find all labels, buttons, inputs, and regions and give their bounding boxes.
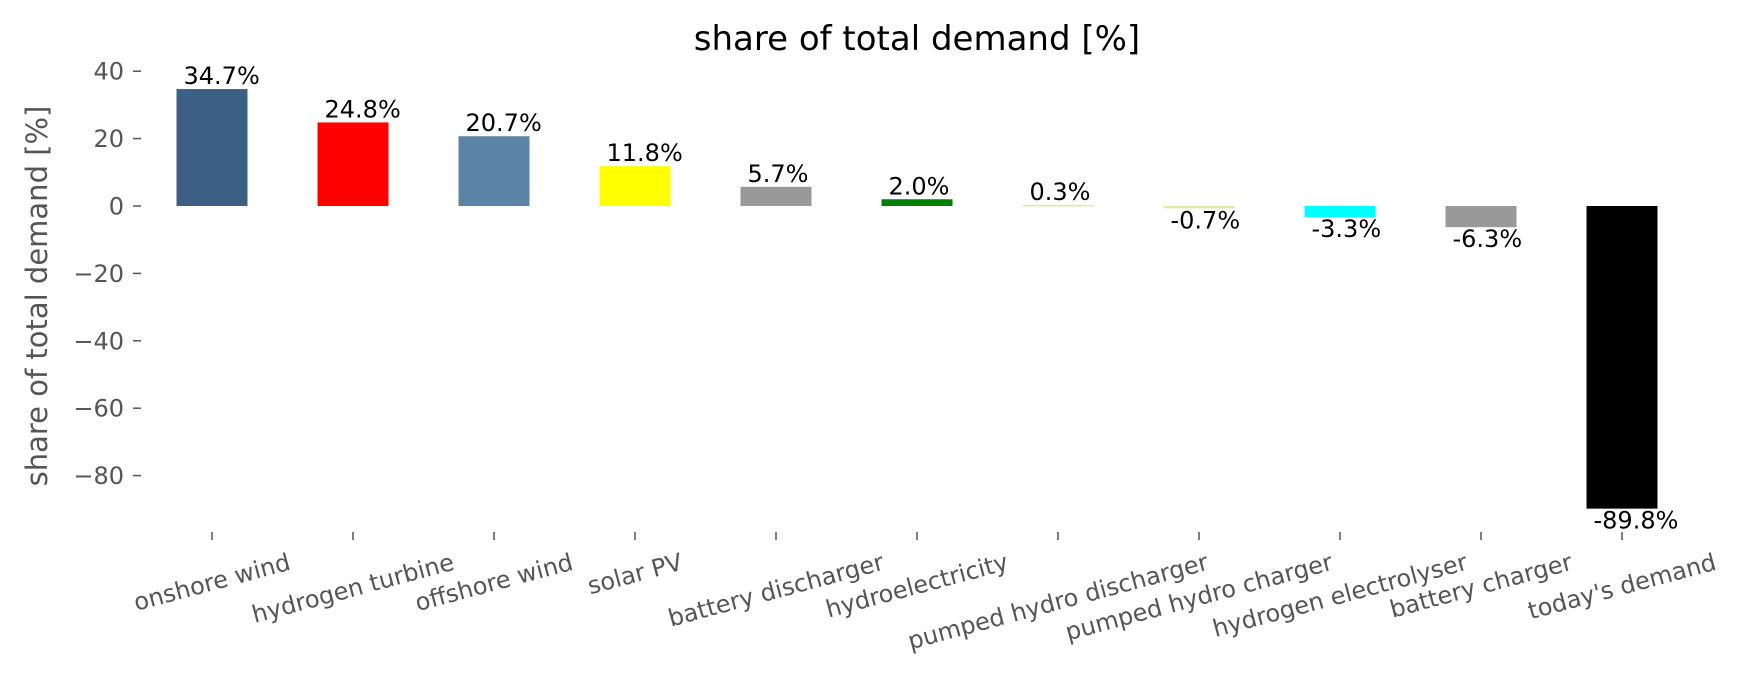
bar [1445,206,1517,228]
data-label: -3.3% [1312,215,1382,243]
data-label: 2.0% [889,172,950,200]
y-axis: 40 20 0 −20 −40 −60 −80 [73,58,141,490]
y-tick-label: −80 [73,462,124,490]
bar [317,122,389,206]
y-tick-label: 0 [109,193,124,221]
data-label: 0.3% [1030,178,1091,206]
bars: 34.7% 24.8% 20.7% 11.8% 5.7% 2.0% 0.3% -0.7% -3.… [176,62,1679,535]
chart-title: share of total demand [%] [694,19,1140,59]
bar [176,89,248,206]
data-label: 20.7% [466,109,542,137]
data-label: -89.8% [1594,507,1679,535]
data-label: 5.7% [748,160,809,188]
bar [599,166,671,206]
bar [1163,206,1235,209]
bar [458,136,530,206]
x-tick-label: solar PV [585,548,686,600]
bar [1022,204,1094,207]
y-tick-label: −60 [73,395,124,423]
bar [740,186,812,206]
bar [1304,206,1376,218]
data-label: 34.7% [184,62,260,90]
y-tick-label: 20 [93,125,124,153]
data-label: 24.8% [325,95,401,123]
bar [1586,206,1658,509]
y-tick-label: −40 [73,327,124,355]
y-tick-label: −20 [73,260,124,288]
data-label: 11.8% [607,139,683,167]
data-label: -6.3% [1453,225,1523,253]
data-label: -0.7% [1171,206,1241,234]
bar [881,199,953,206]
y-tick-label: 40 [93,58,124,86]
y-axis-label: share of total demand [%] [20,106,54,487]
